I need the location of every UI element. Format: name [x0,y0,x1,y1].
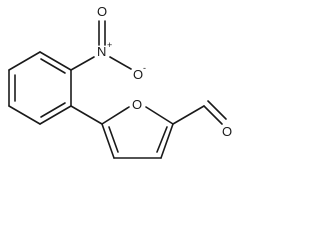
bond-benzene-1 [39,51,72,71]
nitro-oxygen-double-label: O [97,4,107,19]
bond-furan-c2-o [101,106,130,125]
furan-oxygen-label: O [132,97,142,112]
nitro-oxygen-single-charge: - [143,63,146,73]
nitro-group: N + O O - [70,4,146,82]
bond-furan-o-c5 [145,106,174,125]
bond-nitrogen-oxygen-single [109,56,132,70]
bond-carbonyl-double-a [203,105,223,125]
bond-benzene-to-furan [70,105,103,125]
bond-benzene-4 [8,105,41,125]
bond-furan-inner-1 [108,126,119,153]
bond-carbonyl-double-b [207,100,227,120]
bond-furan-c3-c2 [101,123,115,159]
aldehyde-group: O [172,100,232,139]
furan-ring: O [101,97,174,159]
bond-benzene-6 [8,51,41,71]
bond-benzene-inner-2 [40,102,66,118]
nitro-oxygen-single-label: O [133,67,143,82]
bond-furan-to-carbonyl [172,105,205,125]
bond-ring-to-nitrogen [70,56,95,71]
aldehyde-oxygen-label: O [222,124,232,139]
benzene-ring [8,51,72,125]
nitro-nitrogen-label: N [97,44,106,59]
bond-benzene-3 [39,105,72,125]
structural-formula: N + O O - O O [8,4,232,159]
bond-furan-c5-c4 [160,123,174,159]
nitro-nitrogen-charge: + [107,40,112,50]
bond-benzene-inner-1 [40,58,66,74]
bond-furan-inner-2 [156,126,168,153]
